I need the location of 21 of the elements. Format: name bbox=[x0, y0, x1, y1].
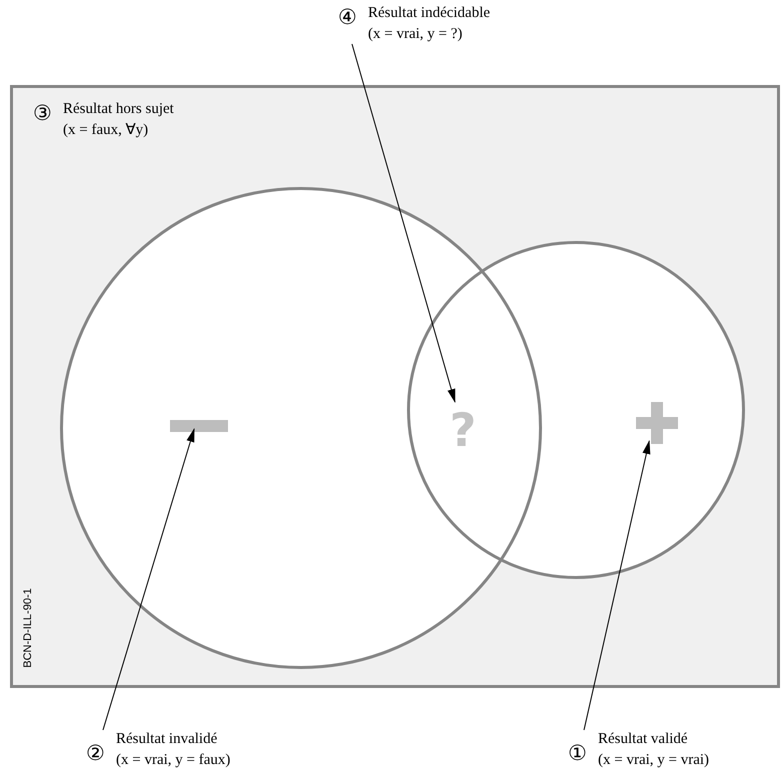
callout-number: ③ bbox=[33, 102, 52, 124]
condition-text: (x = vrai, y = vrai) bbox=[598, 751, 710, 770]
leader-arrow bbox=[352, 44, 456, 403]
condition-text: (x = faux, ∀y) bbox=[63, 121, 148, 140]
result-label: Résultat invalidé bbox=[116, 730, 218, 749]
question-mark: ? bbox=[445, 402, 481, 458]
callout-number: ① bbox=[568, 742, 587, 764]
callout-number: ④ bbox=[338, 6, 357, 28]
result-label: Résultat hors sujet bbox=[63, 100, 174, 119]
result-label: Résultat indécidable bbox=[368, 4, 490, 23]
callout-number: ② bbox=[86, 742, 105, 764]
universe-rectangle bbox=[10, 85, 780, 688]
condition-text: (x = vrai, y = faux) bbox=[116, 751, 230, 770]
result-label: Résultat validé bbox=[598, 730, 688, 749]
figure-code: BCN-D-ILL-90-1 bbox=[21, 587, 35, 670]
leader-arrow bbox=[102, 428, 195, 730]
minus-icon bbox=[170, 420, 228, 432]
set-circle bbox=[407, 241, 745, 579]
leader-arrow bbox=[584, 440, 650, 730]
plus-icon bbox=[636, 402, 678, 444]
condition-text: (x = vrai, y = ?) bbox=[368, 25, 462, 44]
